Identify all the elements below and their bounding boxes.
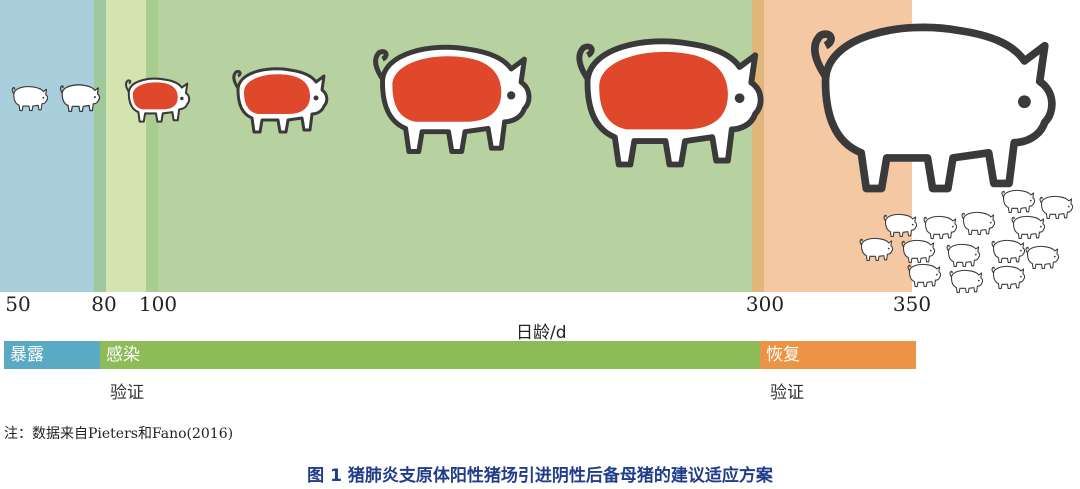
recovery-phase-bar: 恢复 xyxy=(760,341,916,369)
transition-band-2 xyxy=(146,0,158,292)
recovered-sow-icon xyxy=(815,27,1052,188)
infected-pig-icon-2 xyxy=(232,67,329,134)
tick-80: 80 xyxy=(91,292,117,316)
tick-50: 50 xyxy=(5,292,31,316)
piglet-icon-1 xyxy=(11,86,49,112)
infected-pig-icon-4 xyxy=(579,41,760,164)
tick-100: 100 xyxy=(138,292,178,316)
piglet-icon-2 xyxy=(59,84,101,113)
infected-pig-icon-3 xyxy=(376,47,529,151)
exposure-band xyxy=(0,0,94,292)
tick-300: 300 xyxy=(745,292,785,316)
verify-label-1: 验证 xyxy=(110,383,144,403)
piglet-litter xyxy=(859,189,1074,294)
pig-illustrations xyxy=(11,0,1074,294)
figure-caption: 图 1 猪肺炎支原体阳性猪场引进阴性后备母猪的建议适应方案 xyxy=(307,466,773,486)
infection-phase-bar: 感染 xyxy=(100,341,760,369)
exposure-phase-bar: 暴露 xyxy=(4,341,100,369)
light-infection-band xyxy=(106,0,146,292)
verify-label-2: 验证 xyxy=(770,383,804,403)
axis-label: 日龄/d xyxy=(516,323,567,343)
transition-band-1 xyxy=(94,0,106,292)
infected-pig-icon-1 xyxy=(124,77,191,123)
tick-350: 350 xyxy=(892,292,932,316)
source-note: 注：数据来自Pieters和Fano(2016) xyxy=(4,426,234,442)
